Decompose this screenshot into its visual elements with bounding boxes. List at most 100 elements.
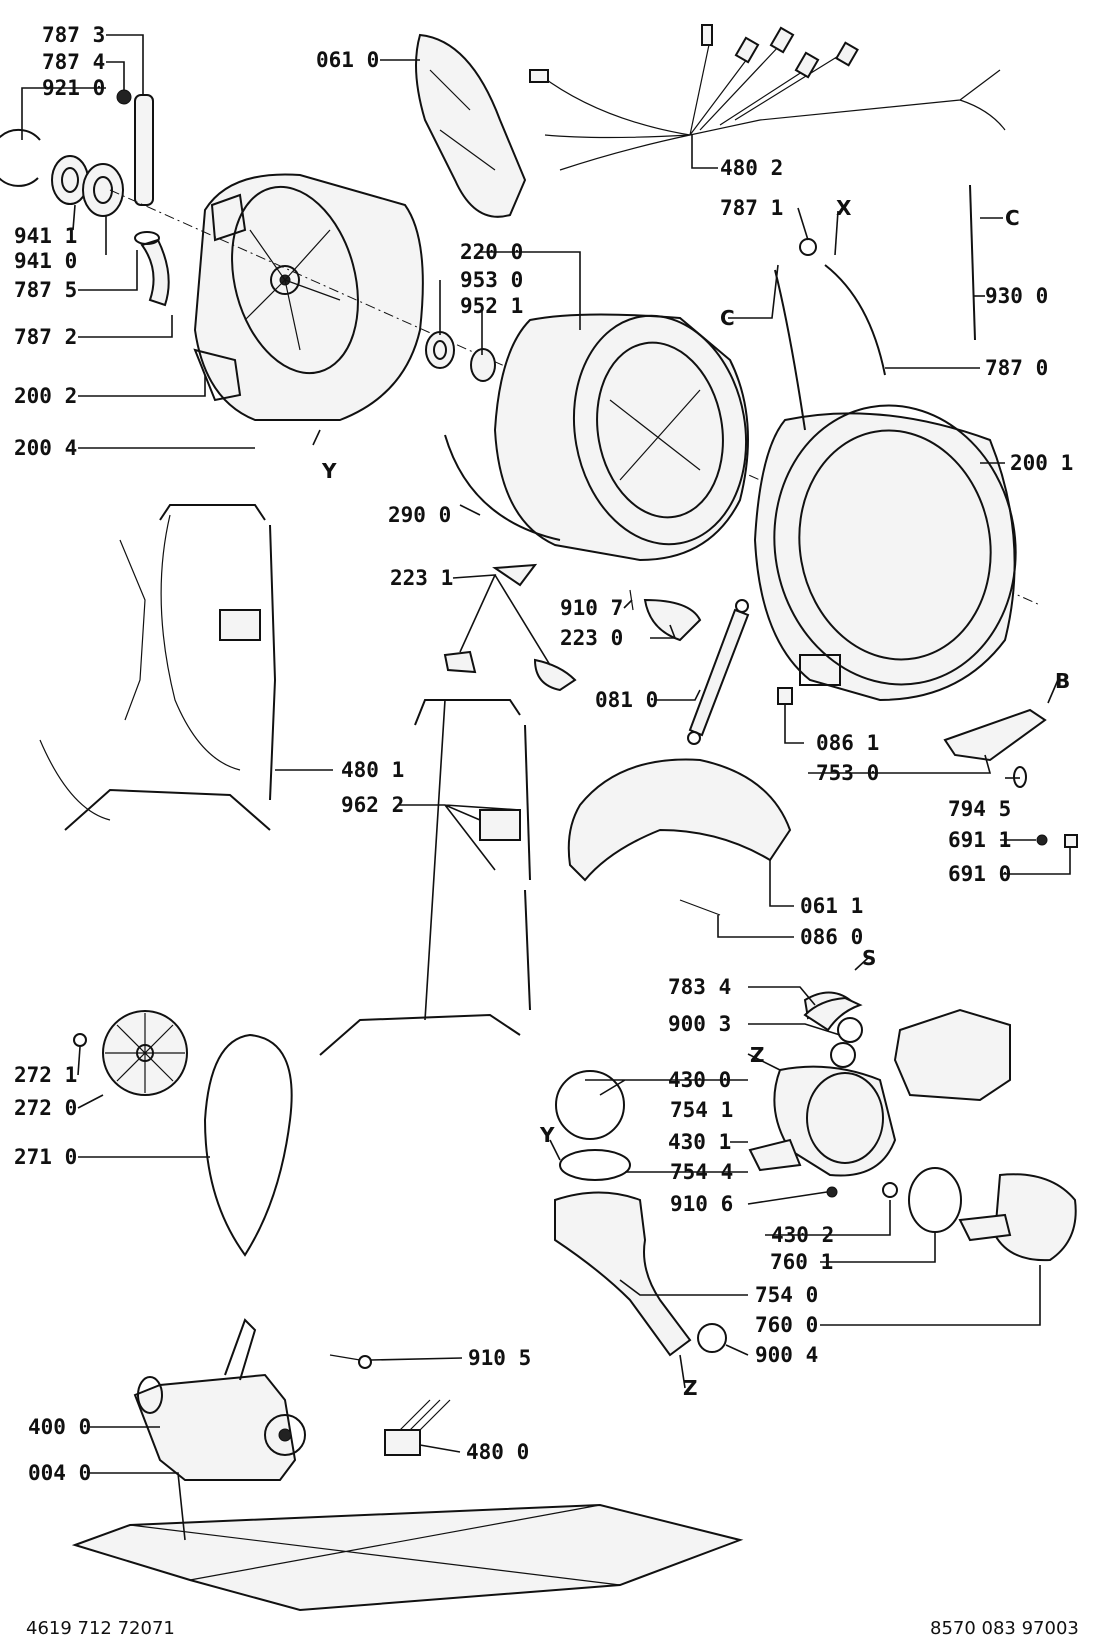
label-921-0: 921 0: [42, 76, 105, 100]
letter-b: B: [1055, 669, 1070, 693]
label-086-0: 086 0: [800, 925, 863, 949]
drain-pump-drawing: [773, 991, 1011, 1177]
oring-794-5-drawing: [1013, 766, 1027, 788]
clamp-900-4-drawing: [697, 1323, 727, 1353]
letter-c-left: C: [720, 306, 735, 330]
label-760-1: 760 1: [770, 1250, 833, 1274]
foot-223-1-top: [492, 563, 538, 587]
label-271-0: 271 0: [14, 1145, 77, 1169]
label-900-4: 900 4: [755, 1343, 818, 1367]
connector-480-0-drawing: [384, 1429, 421, 1456]
label-794-5: 794 5: [948, 797, 1011, 821]
foot-223-0-drawing: [643, 598, 702, 642]
label-400-0: 400 0: [28, 1415, 91, 1439]
label-754-0: 754 0: [755, 1283, 818, 1307]
letter-z-bottom: Z: [683, 1376, 698, 1400]
letter-s: S: [862, 946, 876, 970]
motor-drawing: [133, 1318, 306, 1481]
shock-absorber-drawing: [688, 608, 750, 737]
label-941-0: 941 0: [14, 249, 77, 273]
label-691-0: 691 0: [948, 862, 1011, 886]
ring-754-4-drawing: [559, 1149, 631, 1181]
label-200-2: 200 2: [14, 384, 77, 408]
rear-tub-drawing: [193, 173, 424, 421]
screw-910-6-drawing: [826, 1186, 838, 1198]
label-480-1: 480 1: [341, 758, 404, 782]
leader-lines: [21, 34, 1071, 1541]
letter-c-right: C: [1005, 206, 1020, 230]
label-081-0: 081 0: [595, 688, 658, 712]
seal-952-drawing: [470, 348, 496, 382]
spring-930-drawing: [969, 184, 976, 341]
label-787-2: 787 2: [14, 325, 77, 349]
label-787-0: 787 0: [985, 356, 1048, 380]
label-910-7: 910 7: [560, 596, 623, 620]
label-430-1: 430 1: [668, 1130, 731, 1154]
part-number-labels: 787 3 787 4 921 0 941 1 941 0 787 5 787 …: [14, 23, 1073, 1485]
part-430-1-drawing: [748, 1138, 802, 1172]
part-430-2-drawing: [882, 1182, 898, 1198]
label-952-1: 952 1: [460, 294, 523, 318]
bracket-086-1-drawing: [777, 687, 793, 705]
label-223-0: 223 0: [560, 626, 623, 650]
footer-service-code: 8570 083 97003: [930, 1618, 1079, 1639]
elbow-783-4-drawing: [803, 996, 863, 1032]
label-787-3: 787 3: [42, 23, 105, 47]
label-787-1: 787 1: [720, 196, 783, 220]
reference-letters: X C C Y B S Z Y Z: [321, 196, 1070, 1400]
bellows-x-drawing: [824, 264, 886, 376]
label-754-4: 754 4: [670, 1160, 733, 1184]
harness-962-2-drawing: [319, 699, 531, 1056]
label-787-4: 787 4: [42, 50, 105, 74]
label-900-3: 900 3: [668, 1012, 731, 1036]
nut-691-1-drawing: [1036, 834, 1048, 846]
screw-910-5-drawing: [329, 1354, 361, 1361]
label-783-4: 783 4: [668, 975, 731, 999]
sump-hose-754-0-drawing: [554, 1191, 692, 1357]
label-220-0: 220 0: [460, 240, 523, 264]
label-754-1: 754 1: [670, 1098, 733, 1122]
label-061-0: 061 0: [316, 48, 379, 72]
harness-480-2-drawing: [529, 24, 1006, 171]
flange-953-drawing: [425, 331, 455, 369]
foot-223-1-right: [533, 658, 577, 692]
clamp-900-3-drawing: [837, 1017, 863, 1043]
nut-272-1-drawing: [73, 1033, 87, 1047]
label-930-0: 930 0: [985, 284, 1048, 308]
belt-drawing: [203, 1033, 293, 1257]
letter-x: X: [836, 196, 852, 220]
ball-754-1-drawing: [555, 1070, 625, 1140]
front-tub-drawing: [753, 404, 1017, 702]
letter-y-bottom: Y: [539, 1123, 555, 1147]
label-200-1: 200 1: [1010, 451, 1073, 475]
label-910-5: 910 5: [468, 1346, 531, 1370]
label-953-0: 953 0: [460, 268, 523, 292]
base-plate-drawing: [71, 1503, 744, 1612]
spring-hose-c-left-drawing: [774, 269, 806, 431]
label-200-4: 200 4: [14, 436, 77, 460]
label-272-0: 272 0: [14, 1096, 77, 1120]
bearings-drawing: [0, 89, 170, 307]
label-430-2: 430 2: [771, 1223, 834, 1247]
label-787-5: 787 5: [14, 278, 77, 302]
label-430-0: 430 0: [668, 1068, 731, 1092]
part-drawings: [0, 24, 1078, 1612]
letter-y-top: Y: [321, 459, 337, 483]
letter-z-top: Z: [750, 1043, 765, 1067]
label-272-1: 272 1: [14, 1063, 77, 1087]
label-753-0: 753 0: [816, 761, 879, 785]
counterweight-bottom-drawing: [567, 758, 792, 882]
counterweight-top-drawing: [415, 33, 527, 218]
footer-document-code: 4619 712 72071: [26, 1618, 175, 1639]
label-061-1: 061 1: [800, 894, 863, 918]
harness-480-1-drawing: [39, 504, 277, 831]
bolt-086-0-drawing: [679, 899, 721, 916]
pressure-switch-drawing: [943, 708, 1047, 762]
label-223-1: 223 1: [390, 566, 453, 590]
label-910-6: 910 6: [670, 1192, 733, 1216]
label-760-0: 760 0: [755, 1313, 818, 1337]
label-962-2: 962 2: [341, 793, 404, 817]
label-941-1: 941 1: [14, 224, 77, 248]
drum-band-290-drawing: [444, 434, 561, 541]
